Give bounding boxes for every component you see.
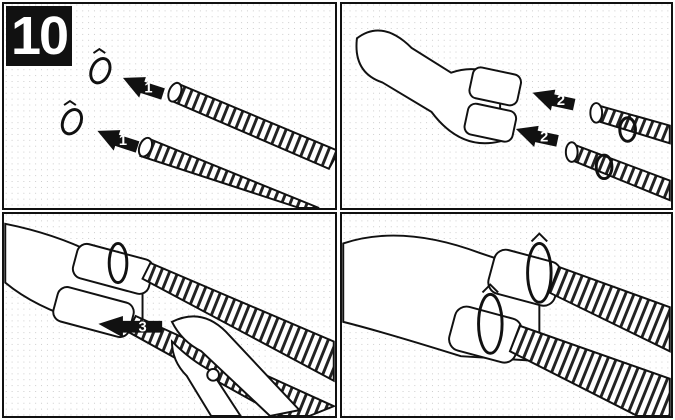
hose-lower [564,141,671,202]
arrow-step-2-upper: 2 [532,89,576,111]
panel-4-illustration [342,214,671,416]
clamp-upper [107,241,129,285]
arrow-step-3: 3 [98,315,163,338]
arrow-label: 3 [138,320,146,336]
clamp-upper [89,47,112,85]
panel-connect-hoses: 2 2 [340,2,673,210]
arrow-step-1-lower: 1 [97,130,140,153]
panel-1-illustration: 1 1 [5,4,335,208]
panel-remove-clamps: 1 1 10 [2,2,337,210]
hose-upper [589,102,671,145]
hose-upper [167,81,335,171]
y-connector [4,222,155,339]
hose-lower [508,324,671,416]
step-number-badge: 10 [6,6,72,66]
hose-upper [141,261,335,383]
pliers [170,315,302,416]
arrow-label: 1 [119,133,127,149]
panel-clamps-secured [340,212,673,418]
arrow-step-1-upper: 1 [122,77,165,100]
arrow-label: 2 [557,93,565,109]
clamp-upper [618,116,637,143]
hose-upper [547,265,671,353]
y-connector [355,29,522,145]
hose-lower [137,136,320,208]
arrow-step-2-lower: 2 [515,125,559,147]
panel-2-illustration: 2 2 [343,4,671,208]
clamp-upper [526,232,553,304]
y-connector [342,234,562,364]
arrow-label: 1 [144,80,152,96]
clamp-lower [60,99,84,136]
panel-3-illustration: 3 [4,214,335,416]
clamp-lower [594,153,614,181]
panel-slide-clamp-with-pliers: 3 [2,212,337,418]
arrow-label: 2 [540,129,548,145]
clamp-lower [477,283,504,355]
